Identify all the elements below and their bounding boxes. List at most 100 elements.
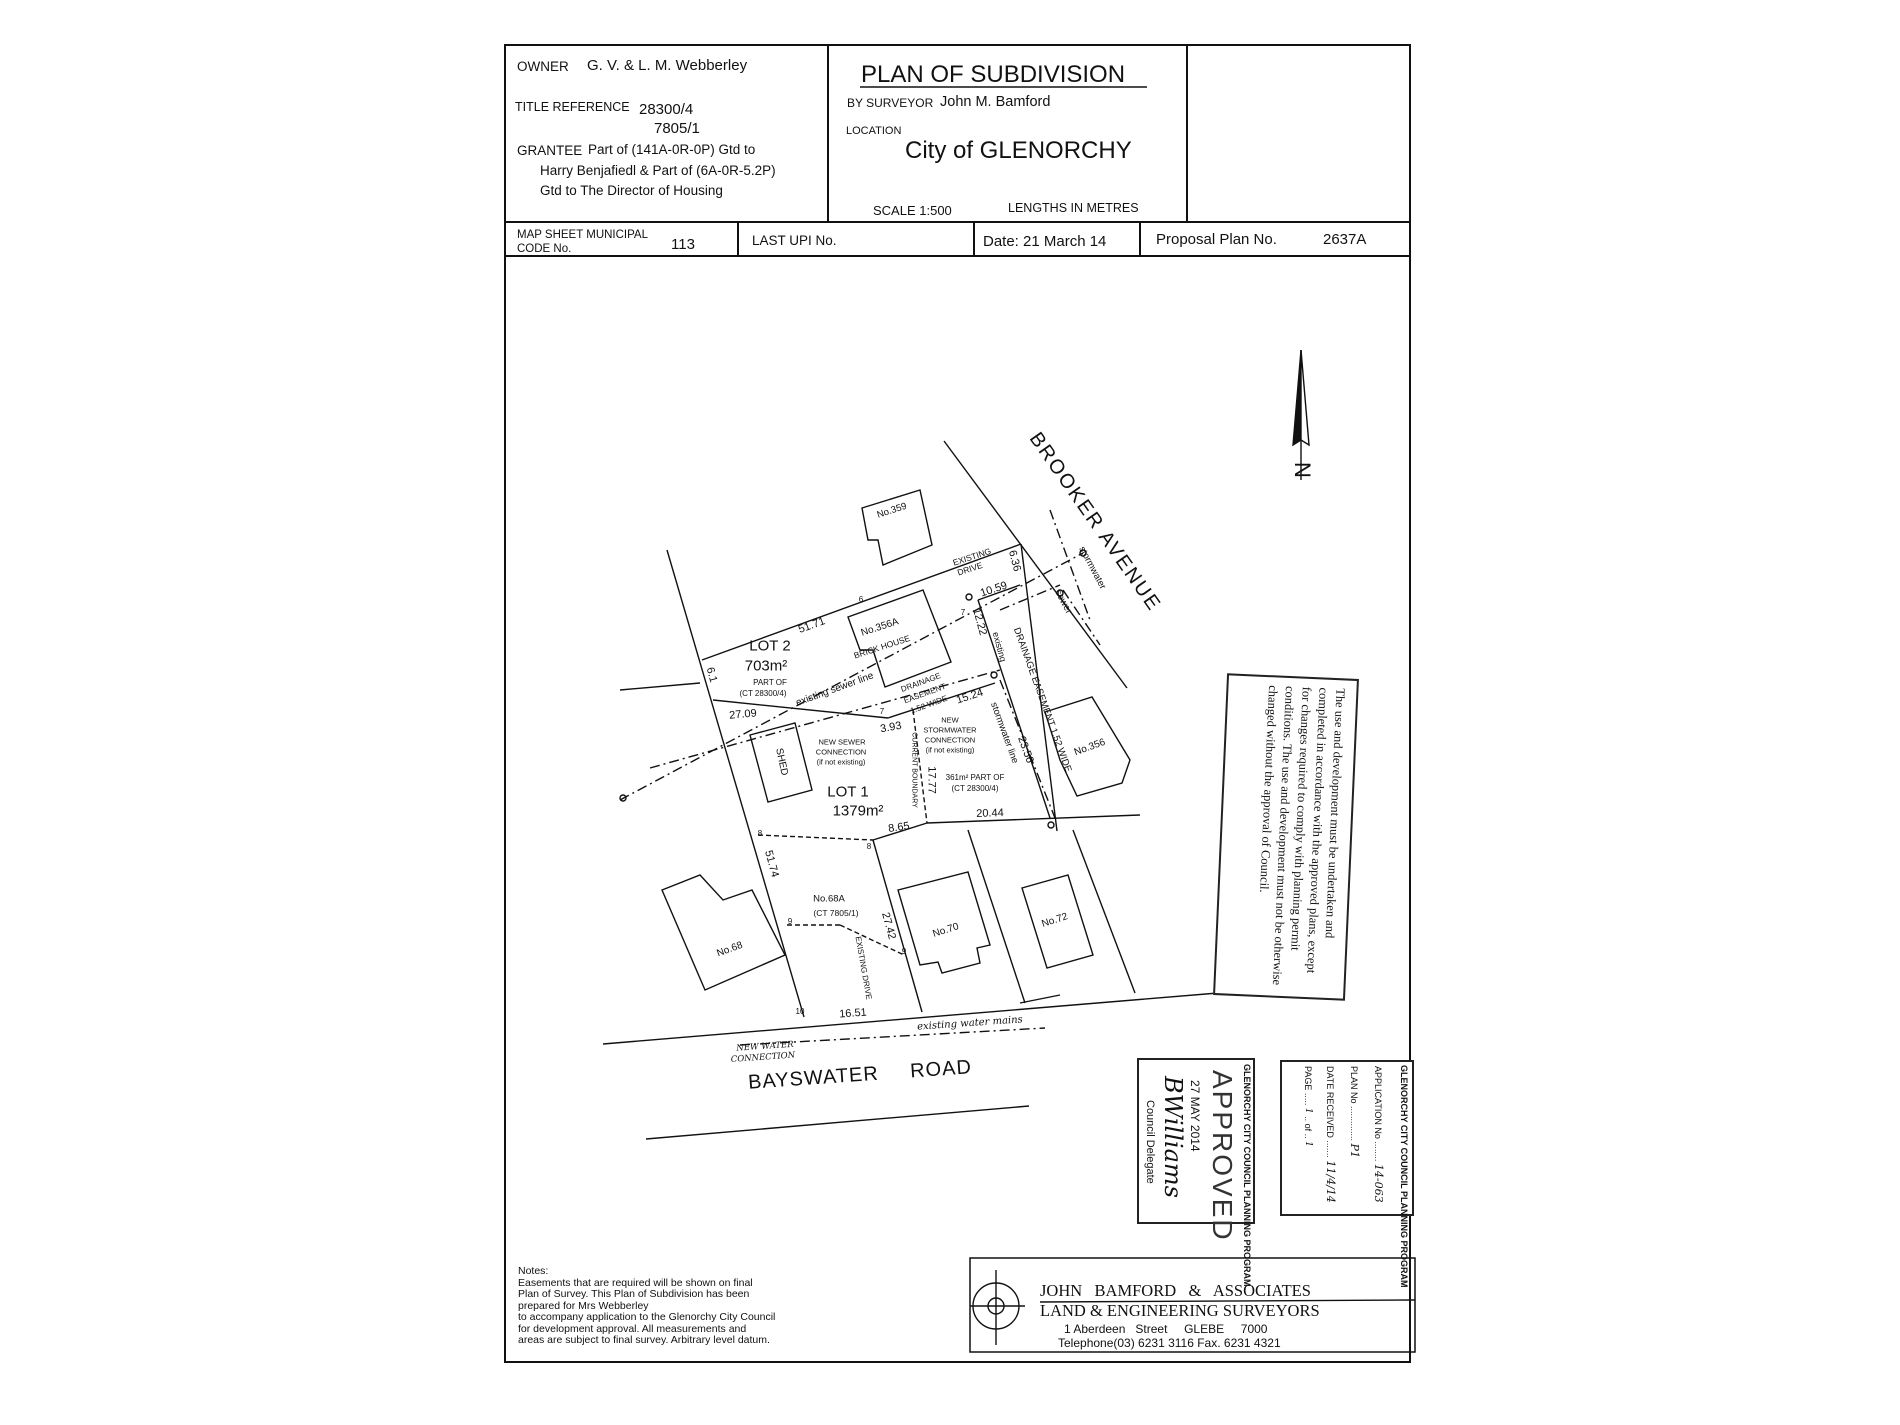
- page-row: PAGE ..... 1 .. of .. 1: [1303, 1066, 1313, 1147]
- building-no356a: [847, 589, 952, 688]
- lot1-name: LOT 1: [827, 783, 869, 801]
- of-label: of: [1303, 1123, 1313, 1132]
- label-new-stormwater: STORMWATER: [923, 725, 977, 735]
- point-label: 10: [795, 1007, 805, 1016]
- surveyor-name: John M. Bamford: [940, 94, 1051, 110]
- date-received-label: DATE RECEIVED: [1325, 1066, 1335, 1138]
- notes-line: areas are subject to final survey. Arbit…: [518, 1334, 770, 1346]
- notes-line: for development approval. All measuremen…: [518, 1322, 747, 1335]
- lot1-part: 361m² PART OF: [945, 773, 1005, 782]
- grantee-line: Part of (141A-0R-0P) Gtd to: [588, 142, 756, 157]
- notes-line: Plan of Survey. This Plan of Subdivision…: [518, 1288, 750, 1300]
- approved-heading: GLENORCHY CITY COUNCIL PLANNING PROGRAM: [1242, 1064, 1252, 1287]
- building-no359: [861, 489, 933, 566]
- label-current-boundary: CURRENT BOUNDARY: [910, 732, 918, 808]
- notes: Notes: Easements that are required will …: [518, 1265, 776, 1347]
- proposal-plan-label: Proposal Plan No.: [1156, 231, 1277, 248]
- point-label: 7: [879, 707, 885, 716]
- approved-word: APPROVED: [1207, 1070, 1238, 1242]
- plan-title: PLAN OF SUBDIVISION: [861, 61, 1126, 88]
- label-new-sewer: (if not existing): [816, 757, 866, 767]
- title-reference-1: 28300/4: [639, 101, 694, 118]
- location-value: City of GLENORCHY: [905, 137, 1132, 164]
- approved-stamp: GLENORCHY CITY COUNCIL PLANNING PROGRAM …: [1137, 1058, 1255, 1287]
- point-label: 8: [757, 829, 763, 838]
- application-heading: GLENORCHY CITY COUNCIL PLANNING PROGRAM: [1399, 1065, 1409, 1288]
- scale: SCALE 1:500: [873, 203, 952, 218]
- point-label: 6: [858, 595, 864, 604]
- lot-boundaries: [602, 440, 1219, 1140]
- notes-line: prepared for Mrs Webberley: [518, 1299, 649, 1312]
- label-no68a-ct: (CT 7805/1): [813, 907, 859, 918]
- page-label: PAGE: [1303, 1066, 1313, 1091]
- date-received-value: 11/4/14: [1324, 1160, 1337, 1203]
- owner-label: OWNER: [517, 59, 569, 74]
- title-reference-2: 7805/1: [654, 120, 700, 137]
- application-label: APPLICATION No: [1373, 1066, 1383, 1139]
- approved-date: 27 MAY 2014: [1188, 1080, 1202, 1152]
- label-no68a: No.68A: [813, 893, 845, 905]
- service-nodes: [619, 549, 1087, 829]
- dimension: 16.51: [838, 1006, 868, 1021]
- label-new-stormwater: CONNECTION: [924, 735, 976, 745]
- surveyor-address: 1 Aberdeen Street GLEBE 7000: [1064, 1322, 1268, 1336]
- map-sheet-value: 113: [671, 236, 695, 253]
- point-label: 8: [866, 842, 872, 851]
- map-sheet-label: CODE No.: [517, 243, 572, 255]
- buildings: [661, 489, 1131, 991]
- label-new-sewer: CONNECTION: [815, 747, 867, 757]
- location-label: LOCATION: [846, 125, 902, 137]
- label-new-stormwater: NEW: [941, 715, 959, 725]
- owner-value: G. V. & L. M. Webberley: [587, 57, 748, 74]
- surveyor-label: BY SURVEYOR: [847, 96, 934, 110]
- point-label: 9: [901, 947, 907, 956]
- grantee-line: Gtd to The Director of Housing: [540, 183, 723, 198]
- conditions-stamp: The use and development must be undertak…: [1213, 673, 1359, 1001]
- lot2-ct: (CT 28300/4): [739, 689, 787, 698]
- surveyor-logo-icon: [970, 1270, 1025, 1345]
- building-shed: [749, 722, 813, 803]
- lot2-name: LOT 2: [749, 637, 791, 655]
- service-lines: [619, 509, 1101, 1046]
- proposal-plan-value: 2637A: [1323, 231, 1367, 248]
- map-sheet-label: MAP SHEET MUNICIPAL: [517, 229, 649, 241]
- page-value: 1: [1303, 1107, 1313, 1114]
- firm-underline: [1039, 1299, 1416, 1303]
- dimension: 17.77: [925, 766, 938, 794]
- surveyor-firm: JOHN BAMFORD & ASSOCIATES: [1040, 1281, 1311, 1300]
- surveyor-phone: Telephone(03) 6231 3116 Fax. 6231 4321: [1058, 1336, 1281, 1350]
- grantee-label: GRANTEE: [517, 143, 583, 158]
- notes-line: Easements that are required will be show…: [518, 1276, 753, 1289]
- building-no72: [1021, 874, 1094, 969]
- point-label: 7: [960, 608, 966, 617]
- title-reference-label: TITLE REFERENCE: [515, 100, 630, 114]
- point-label: 9: [787, 917, 793, 926]
- north-arrow-icon: [1292, 349, 1310, 480]
- label-new-sewer: NEW SEWER: [818, 737, 866, 747]
- sheet-frame: [504, 44, 1411, 1363]
- notes-line: to accompany application to the Glenorch…: [518, 1311, 776, 1323]
- of-value: 1: [1303, 1141, 1313, 1147]
- lot1-area: 1379m²: [832, 802, 884, 820]
- notes-heading: Notes:: [518, 1265, 549, 1277]
- building-no70: [897, 871, 991, 974]
- lot2-area: 703m²: [744, 657, 788, 675]
- conditions-text: The use and development must be undertak…: [1257, 684, 1348, 986]
- application-number-row: APPLICATION No ........ 14-063: [1372, 1066, 1385, 1203]
- building-no68: [661, 874, 786, 991]
- plan-value: P1: [1348, 1143, 1361, 1158]
- lot1-ct: (CT 28300/4): [951, 784, 999, 793]
- surveyor-box: [969, 1257, 1416, 1353]
- application-value: 14-063: [1372, 1163, 1385, 1203]
- dimension: 20.44: [976, 807, 1004, 820]
- signature: BWilliams: [1159, 1076, 1187, 1198]
- lot2-part-of: PART OF: [753, 678, 787, 687]
- application-stamp: GLENORCHY CITY COUNCIL PLANNING PROGRAM …: [1280, 1060, 1414, 1288]
- date-received-row: DATE RECEIVED ....... 11/4/14: [1324, 1066, 1337, 1203]
- north-label: N: [1290, 462, 1315, 478]
- plan-number-row: PLAN No .............. P1: [1348, 1066, 1361, 1158]
- building-no356: [1044, 696, 1131, 797]
- label-new-stormwater: (if not existing): [925, 745, 975, 755]
